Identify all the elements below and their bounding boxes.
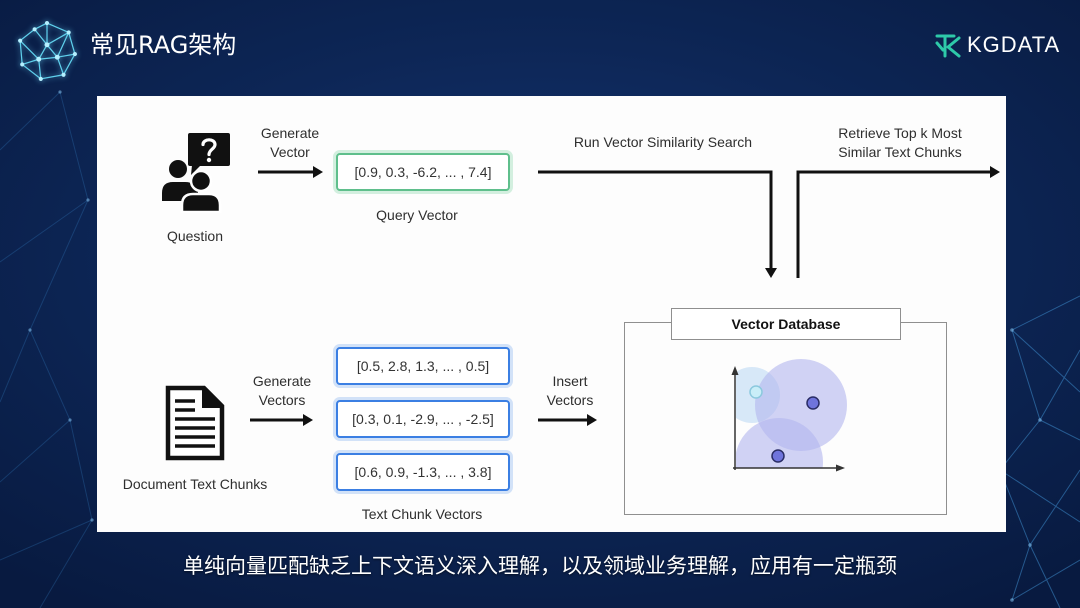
document-label: Document Text Chunks	[122, 476, 268, 492]
document-fold	[202, 388, 222, 408]
label-line: Generate	[260, 125, 320, 141]
label-line: Retrieve Top k Most	[838, 125, 962, 141]
speech-bubble	[188, 133, 230, 166]
diagram-panel: Question Generate Vector [0.9, 0.3, -6.2…	[97, 96, 1006, 532]
globe-node	[66, 30, 71, 35]
person-body	[180, 192, 222, 213]
logo-text: KGDATA	[967, 32, 1061, 57]
arrowhead	[303, 414, 313, 426]
network-node	[68, 418, 72, 422]
arrow-retrieve-top-k	[796, 166, 1000, 278]
network-lines-right	[999, 295, 1080, 608]
network-globe-edges	[19, 22, 76, 80]
network-globe-nodes	[18, 21, 77, 81]
text-chunk-vector-box: [0.3, 0.1, -2.9, ... , -2.5]	[336, 400, 510, 438]
network-node	[28, 328, 32, 332]
label-line: Vectors	[546, 392, 594, 408]
vector-point	[771, 449, 785, 463]
document-icon	[165, 385, 225, 461]
diagram-connectors	[250, 166, 1000, 472]
arrowhead	[313, 166, 323, 178]
question-people-icon	[162, 133, 230, 213]
text-chunk-vector-box: [0.5, 2.8, 1.3, ... , 0.5]	[336, 347, 510, 385]
brand-logo: KGDATA	[934, 31, 1060, 59]
arrowhead	[765, 268, 777, 278]
label-line: Insert	[552, 373, 588, 389]
document-text-lines	[175, 399, 215, 448]
kgdata-logo-icon	[935, 34, 961, 58]
arrowhead	[587, 414, 597, 426]
vector-space-scatter-icon	[731, 359, 847, 472]
network-node	[1010, 328, 1014, 332]
globe-node	[61, 72, 66, 77]
globe-node	[18, 38, 23, 43]
network-lines-left	[0, 91, 93, 608]
arrow-shaft	[538, 170, 773, 270]
network-node	[90, 518, 94, 522]
network-node	[86, 198, 90, 202]
slide-caption: 单纯向量匹配缺乏上下文语义深入理解，以及领域业务理解，应用有一定瓶颈	[183, 554, 897, 578]
vector-database-title: Vector Database	[671, 308, 901, 340]
arrow-generate-chunk-vectors	[250, 414, 313, 426]
retrieve-top-k-label: Retrieve Top k Most Similar Text Chunks	[805, 124, 995, 162]
globe-node	[36, 56, 42, 62]
arrow-shaft	[796, 170, 992, 278]
globe-node	[20, 62, 25, 67]
person-head	[169, 160, 187, 178]
label-line: Similar Text Chunks	[838, 144, 962, 160]
arrowhead	[990, 166, 1000, 178]
globe-node	[44, 42, 50, 48]
query-vector-box: [0.9, 0.3, -6.2, ... , 7.4]	[336, 153, 510, 191]
cluster-region	[736, 418, 823, 468]
query-vector-label: Query Vector	[376, 207, 458, 223]
arrow-generate-query-vector	[258, 166, 323, 178]
cluster-regions	[736, 359, 847, 468]
globe-node	[72, 52, 77, 57]
globe-node	[38, 76, 43, 81]
text-chunk-vectors-label: Text Chunk Vectors	[361, 506, 483, 522]
label-line: Vectors	[258, 392, 306, 408]
x-axis-arrowhead	[836, 464, 845, 472]
similarity-search-label: Run Vector Similarity Search	[573, 134, 753, 150]
network-node	[1028, 543, 1032, 547]
y-axis-arrowhead	[731, 366, 739, 375]
vector-point	[806, 396, 820, 410]
question-mark-dot	[206, 157, 212, 163]
logo-glyph	[935, 34, 961, 58]
globe-node	[44, 21, 50, 26]
generate-vector-label: Generate Vector	[240, 124, 340, 162]
insert-vectors-label: Insert Vectors	[530, 372, 610, 410]
arrow-insert-vectors	[538, 414, 597, 426]
network-globe-icon	[18, 21, 77, 81]
network-node	[1038, 418, 1042, 422]
generate-vectors-label: Generate Vectors	[232, 372, 332, 410]
network-node	[1010, 598, 1014, 602]
text-chunk-vector-box: [0.6, 0.9, -1.3, ... , 3.8]	[336, 453, 510, 491]
person-head	[189, 169, 213, 193]
globe-node	[54, 54, 60, 60]
arrow-similarity-search	[538, 170, 777, 278]
network-node	[58, 90, 62, 94]
slide-title: 常见RAG架构	[90, 31, 237, 59]
question-label: Question	[166, 228, 224, 244]
question-mark-icon	[201, 138, 217, 157]
label-line: Vector	[270, 144, 310, 160]
globe-node	[32, 27, 37, 32]
label-line: Generate	[252, 373, 312, 389]
vector-point	[749, 385, 763, 399]
speech-bubble-tail	[191, 165, 201, 175]
